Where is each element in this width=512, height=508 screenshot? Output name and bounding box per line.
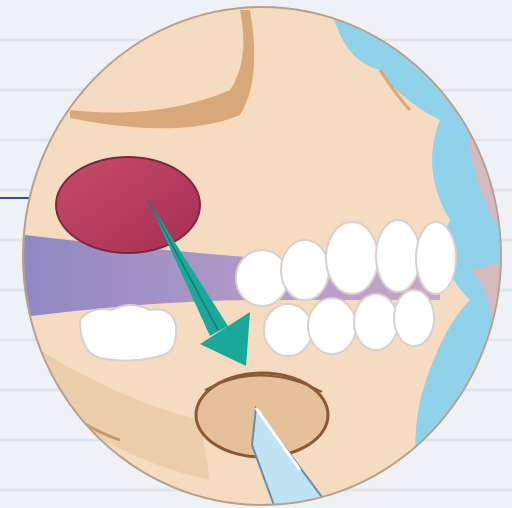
sinus-region: [56, 157, 200, 253]
